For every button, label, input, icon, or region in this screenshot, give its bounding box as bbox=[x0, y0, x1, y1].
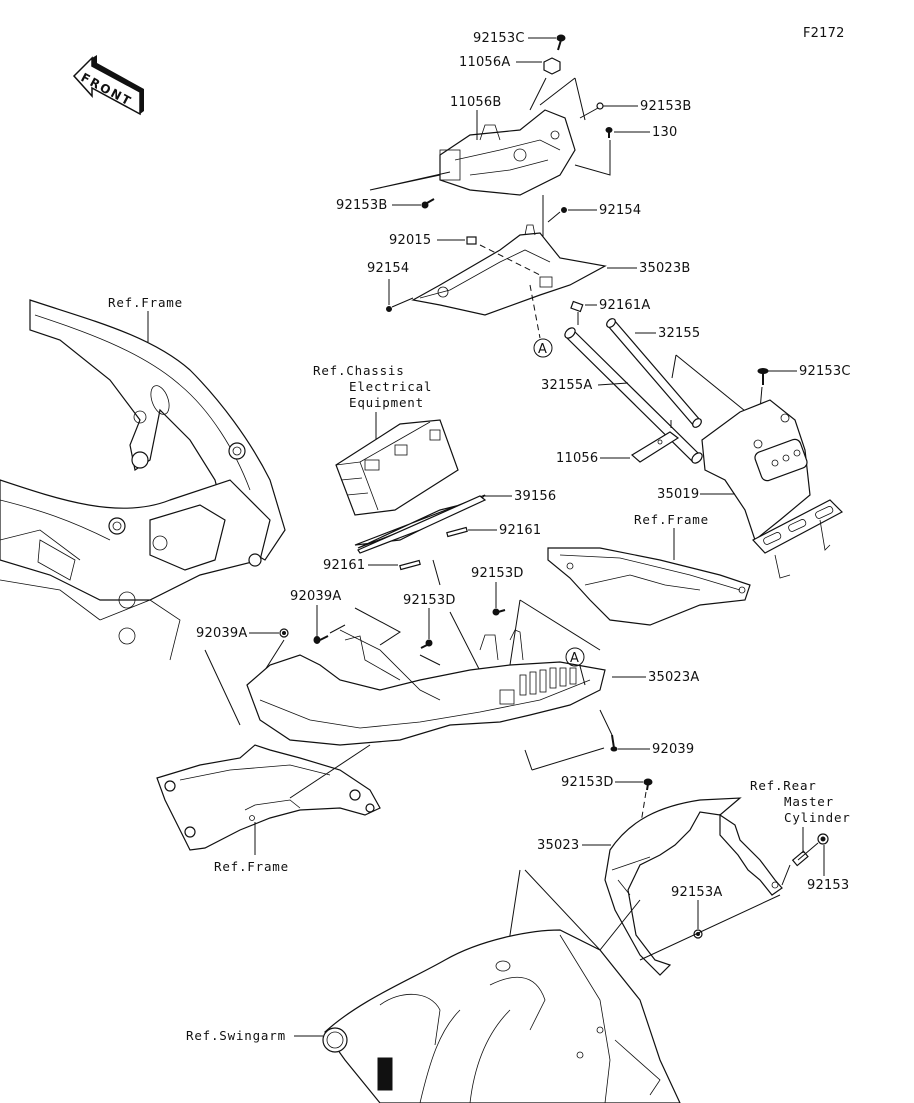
pad-92161-right-icon bbox=[446, 526, 468, 538]
leader-11056 bbox=[600, 420, 672, 459]
label-11056B: 11056B bbox=[450, 95, 501, 110]
label-130: 130 bbox=[652, 125, 677, 140]
label-92153A: 92153A bbox=[671, 885, 722, 900]
rear-subframe-right bbox=[547, 547, 751, 626]
label-32155A: 32155A bbox=[541, 378, 592, 393]
bolt-92153C-top-icon bbox=[556, 34, 566, 51]
battery bbox=[335, 419, 459, 516]
label-92153D-lower: 92153D bbox=[561, 775, 614, 790]
label-92015: 92015 bbox=[389, 233, 431, 248]
svg-text:A: A bbox=[538, 342, 547, 357]
leader-11056A-links bbox=[529, 77, 586, 121]
label-92161-left: 92161 bbox=[323, 558, 365, 573]
label-92039A-left: 92039A bbox=[196, 626, 247, 641]
label-11056: 11056 bbox=[556, 451, 598, 466]
label-92153C-top: 92153C bbox=[473, 31, 525, 46]
leader-92015-dashed bbox=[479, 244, 541, 276]
leader-92153D-right bbox=[495, 582, 601, 666]
label-35023B: 35023B bbox=[639, 261, 690, 276]
ref-chassis-line2: Electrical bbox=[349, 379, 432, 394]
ref-rear-line1: Ref.Rear bbox=[750, 778, 817, 793]
label-35019: 35019 bbox=[657, 487, 699, 502]
battery-mat-39156 bbox=[354, 494, 487, 554]
license-holder-35019 bbox=[701, 399, 843, 579]
tube-32155A bbox=[564, 327, 703, 464]
screw-92039-icon bbox=[610, 734, 618, 752]
ref-chassis-line1: Ref.Chassis bbox=[313, 363, 405, 378]
leader-92039 bbox=[524, 709, 650, 771]
leader-92154-left bbox=[388, 279, 414, 308]
label-92153B-left: 92153B bbox=[336, 198, 387, 213]
clip-11056A bbox=[543, 57, 561, 75]
leader-92039A-mid bbox=[316, 605, 401, 646]
main-frame-left bbox=[0, 299, 286, 661]
ref-frame-right: Ref.Frame bbox=[634, 512, 709, 527]
swingarm bbox=[322, 929, 681, 1103]
label-35023: 35023 bbox=[537, 838, 579, 853]
leader-92039A-left bbox=[204, 632, 285, 726]
tray-35023B bbox=[411, 224, 607, 316]
bolt-92039A-mid-icon bbox=[313, 635, 329, 644]
callout-a-lower: A bbox=[565, 647, 586, 686]
label-92153B-right: 92153B bbox=[640, 99, 691, 114]
bracket-assembly-11056B bbox=[439, 109, 576, 196]
leader-92153 bbox=[781, 842, 825, 886]
bolt-92154-upper-icon bbox=[561, 207, 567, 213]
label-92039: 92039 bbox=[652, 742, 694, 757]
nut-92039A-left-icon bbox=[279, 628, 289, 638]
leader-92153B-right bbox=[579, 105, 638, 119]
ref-frame-top: Ref.Frame bbox=[108, 295, 183, 310]
rear-fender-35023 bbox=[604, 797, 783, 976]
screw-130-icon bbox=[605, 127, 613, 138]
front-arrow-icon: FRONT bbox=[72, 55, 144, 116]
svg-text:A: A bbox=[570, 651, 579, 666]
label-32155: 32155 bbox=[658, 326, 700, 341]
ref-swingarm: Ref.Swingarm bbox=[186, 1028, 286, 1043]
tube-32155 bbox=[606, 318, 702, 428]
clamp-11056 bbox=[630, 431, 680, 463]
label-92039A-mid: 92039A bbox=[290, 589, 341, 604]
bolt-92154-left-icon bbox=[386, 306, 392, 312]
label-92153C-right: 92153C bbox=[799, 364, 851, 379]
clip-92161A-icon bbox=[570, 300, 584, 313]
label-92153: 92153 bbox=[807, 878, 849, 893]
label-11056A: 11056A bbox=[459, 55, 510, 70]
bolt-92153C-right-icon bbox=[757, 368, 769, 385]
label-92153D-mid: 92153D bbox=[403, 593, 456, 608]
ref-rear-line2: Master bbox=[784, 794, 834, 809]
leader-battery-down bbox=[432, 559, 441, 586]
label-92161A: 92161A bbox=[599, 298, 650, 313]
frame-rail-bottom-left bbox=[156, 744, 381, 851]
bolt-92153D-lower-icon bbox=[643, 778, 653, 791]
label-92161-right: 92161 bbox=[499, 523, 541, 538]
ref-chassis-line3: Equipment bbox=[349, 395, 424, 410]
nut-92153-icon bbox=[817, 833, 829, 845]
label-92154-upper: 92154 bbox=[599, 203, 641, 218]
leader-130 bbox=[574, 131, 650, 176]
figure-id: F2172 bbox=[803, 26, 845, 41]
leader-92161A bbox=[577, 304, 597, 325]
callout-a-upper: A bbox=[529, 284, 553, 358]
tray-35023A bbox=[246, 629, 606, 746]
label-39156: 39156 bbox=[514, 489, 556, 504]
bolt-92153D-right-icon bbox=[492, 608, 506, 616]
ref-frame-bottom: Ref.Frame bbox=[214, 859, 289, 874]
pad-92161-left-icon bbox=[399, 559, 421, 571]
nut-92015-icon bbox=[466, 236, 477, 245]
label-35023A: 35023A bbox=[648, 670, 699, 685]
leader-32155A bbox=[597, 382, 629, 386]
leader-32155-tail bbox=[671, 354, 751, 416]
label-92154-left: 92154 bbox=[367, 261, 409, 276]
ref-rear-line3: Cylinder bbox=[784, 810, 851, 825]
bolt-92153B-left-icon bbox=[421, 198, 435, 209]
leader-92153B-left bbox=[369, 171, 451, 206]
label-92153D-right: 92153D bbox=[471, 566, 524, 581]
bolt-92153D-mid-icon bbox=[420, 639, 433, 649]
